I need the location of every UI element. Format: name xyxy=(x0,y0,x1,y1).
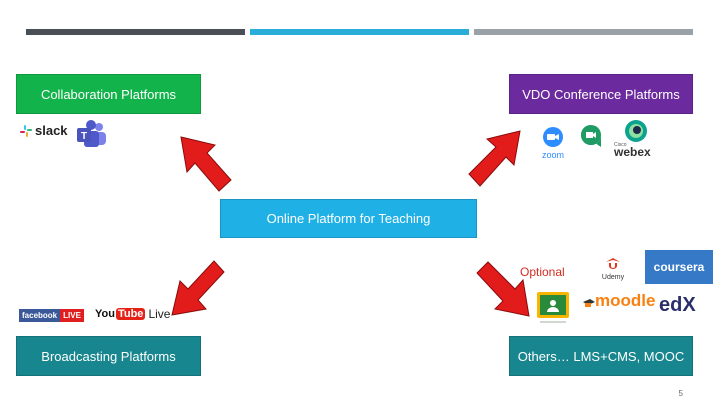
arrow-to-broadcasting xyxy=(171,260,225,316)
coursera-logo: coursera xyxy=(645,250,713,284)
teams-icon: T xyxy=(77,120,106,147)
header-bar-dark xyxy=(26,29,245,35)
google-classroom-icon xyxy=(537,292,569,323)
collaboration-platforms-box: Collaboration Platforms xyxy=(16,74,201,114)
zoom-logo: zoom xyxy=(538,127,568,160)
moodle-hat-icon xyxy=(583,299,595,307)
coursera-text: coursera xyxy=(653,260,705,274)
slack-icon xyxy=(20,124,32,137)
webex-icon xyxy=(625,120,647,142)
arrow-to-others xyxy=(476,261,530,317)
moodle-text: moodle xyxy=(595,291,656,310)
others-label: Others… LMS+CMS, MOOC xyxy=(517,348,685,364)
arrow-to-vdo-conference xyxy=(468,130,521,187)
collaboration-platforms-label: Collaboration Platforms xyxy=(40,86,177,102)
optional-label: Optional xyxy=(520,265,565,279)
others-box: Others… LMS+CMS, MOOC xyxy=(509,336,693,376)
udemy-text: Udemy xyxy=(601,274,625,281)
online-platform-label: Online Platform for Teaching xyxy=(266,211,431,226)
udemy-icon xyxy=(606,258,620,269)
webex-cisco-text: Cisco xyxy=(614,142,627,148)
zoom-icon xyxy=(543,127,563,147)
zoom-text: zoom xyxy=(541,150,564,160)
facebook-live-text: LIVE xyxy=(60,309,84,322)
youtube-you-text: You xyxy=(95,308,115,320)
facebook-text: facebook xyxy=(19,309,61,322)
broadcasting-platforms-label: Broadcasting Platforms xyxy=(41,348,176,364)
edx-logo: edX xyxy=(659,294,696,316)
facebook-live-logo: facebook LIVE xyxy=(19,309,84,322)
page-number: 5 xyxy=(678,389,683,398)
header-bar-gray xyxy=(474,29,693,35)
youtube-tube-text: Tube xyxy=(115,308,146,320)
online-platform-box: Online Platform for Teaching xyxy=(220,199,477,238)
header-bar-blue xyxy=(250,29,469,35)
broadcasting-platforms-box: Broadcasting Platforms xyxy=(16,336,201,376)
vdo-conference-platforms-label: VDO Conference Platforms xyxy=(522,86,680,102)
arrow-to-collaboration xyxy=(180,136,232,192)
youtube-live-logo: You Tube Live xyxy=(95,307,170,321)
udemy-logo: Udemy xyxy=(598,257,628,281)
google-meet-icon xyxy=(581,125,601,147)
vdo-conference-platforms-box: VDO Conference Platforms xyxy=(509,74,693,114)
slack-logo: slack xyxy=(20,123,68,138)
slack-text: slack xyxy=(35,123,68,138)
svg-text:T: T xyxy=(81,131,87,142)
youtube-live-text: Live xyxy=(148,307,171,321)
moodle-logo: moodle xyxy=(583,292,655,309)
webex-text: webex xyxy=(614,145,651,159)
